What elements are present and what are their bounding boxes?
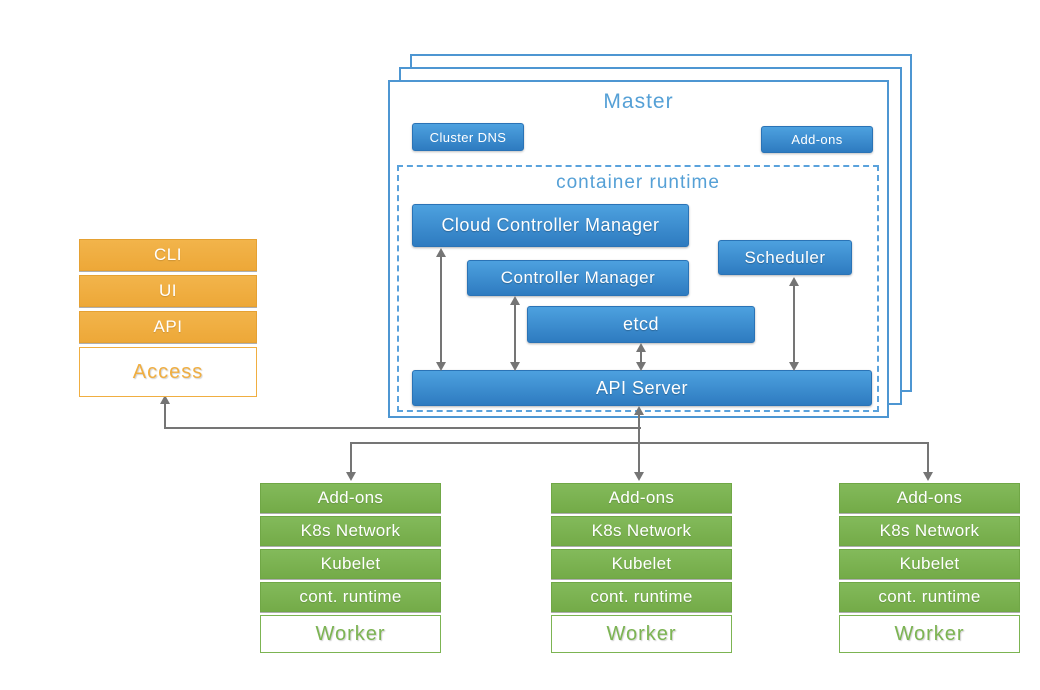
controller-manager-node: Controller Manager <box>467 260 689 296</box>
master-title: Master <box>603 90 674 113</box>
arrow-ccm-api-server <box>436 248 446 371</box>
arrow-scheduler-api-server <box>789 277 799 371</box>
container-runtime-area: container runtime Cloud Controller Manag… <box>397 165 879 412</box>
access-row-cli: CLI <box>79 239 257 271</box>
worker-label: Worker <box>260 615 441 653</box>
worker-row-kubelet: Kubelet <box>260 549 441 579</box>
access-stack: CLI UI API Access <box>79 239 257 397</box>
access-row-api: API <box>79 311 257 343</box>
worker-label: Worker <box>551 615 732 653</box>
worker-row-k8s-network: K8s Network <box>260 516 441 546</box>
master-addons-node: Add-ons <box>761 126 873 153</box>
cloud-controller-manager-node: Cloud Controller Manager <box>412 204 689 247</box>
scheduler-node: Scheduler <box>718 240 852 275</box>
worker-row-cont-runtime: cont. runtime <box>551 582 732 612</box>
worker-row-addons: Add-ons <box>839 483 1020 513</box>
worker-row-cont-runtime: cont. runtime <box>260 582 441 612</box>
worker-stack-1: Add-ons K8s Network Kubelet cont. runtim… <box>260 483 441 653</box>
arrow-to-worker-right <box>923 443 933 481</box>
arrow-etcd-api-server <box>636 343 646 371</box>
worker-stack-2: Add-ons K8s Network Kubelet cont. runtim… <box>551 483 732 653</box>
worker-stack-3: Add-ons K8s Network Kubelet cont. runtim… <box>839 483 1020 653</box>
worker-row-k8s-network: K8s Network <box>839 516 1020 546</box>
access-label: Access <box>79 347 257 397</box>
access-row-ui: UI <box>79 275 257 307</box>
worker-row-kubelet: Kubelet <box>551 549 732 579</box>
worker-row-kubelet: Kubelet <box>839 549 1020 579</box>
master-panel: Master Cluster DNS Add-ons container run… <box>388 80 889 418</box>
worker-row-k8s-network: K8s Network <box>551 516 732 546</box>
worker-label: Worker <box>839 615 1020 653</box>
connector-line-workers <box>350 442 929 444</box>
worker-row-cont-runtime: cont. runtime <box>839 582 1020 612</box>
arrow-to-access <box>160 395 170 429</box>
connector-line-access <box>164 427 641 429</box>
arrow-controller-manager-api-server <box>510 296 520 371</box>
etcd-node: etcd <box>527 306 755 343</box>
arrow-to-worker-left <box>346 443 356 481</box>
worker-row-addons: Add-ons <box>260 483 441 513</box>
worker-row-addons: Add-ons <box>551 483 732 513</box>
container-runtime-title: container runtime <box>556 172 720 193</box>
cluster-dns-node: Cluster DNS <box>412 123 524 151</box>
api-server-node: API Server <box>412 370 872 406</box>
